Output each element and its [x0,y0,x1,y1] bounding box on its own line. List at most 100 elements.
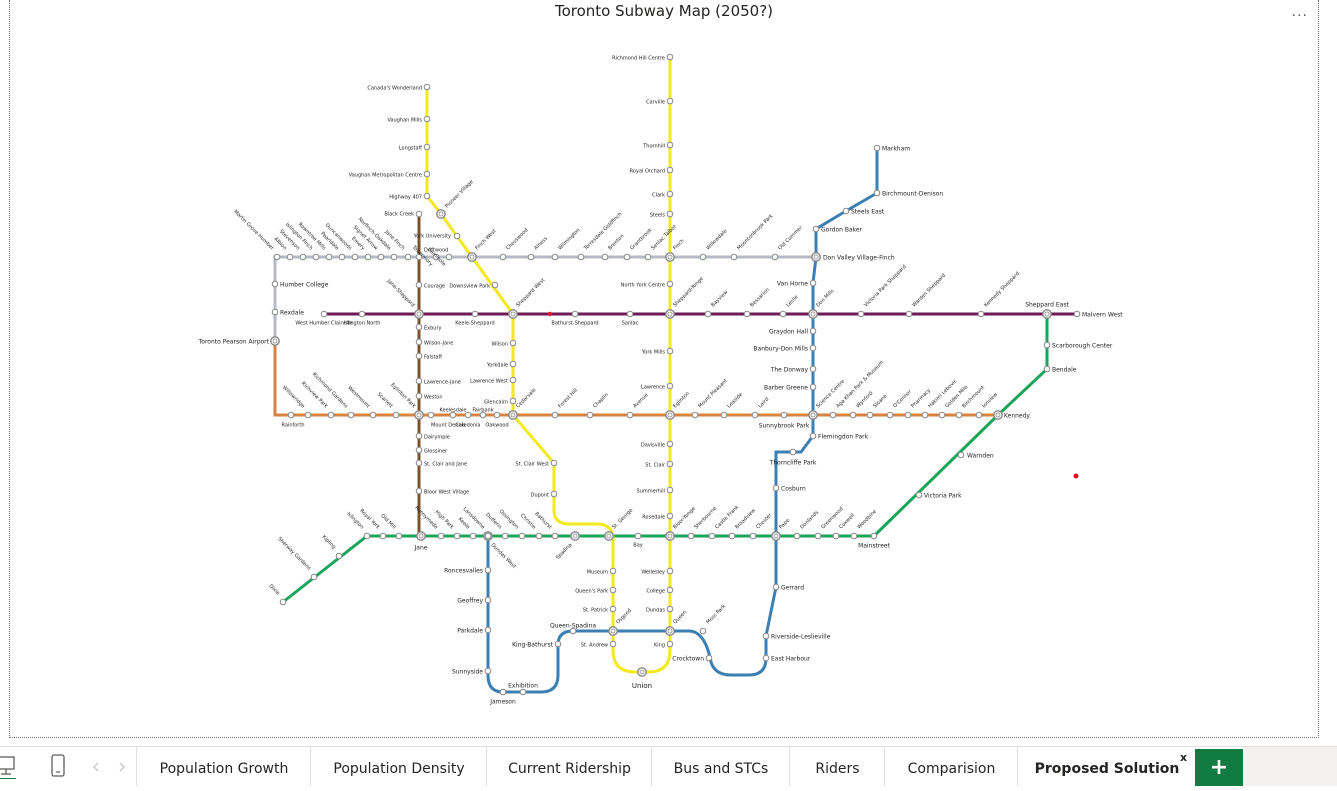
add-page-button[interactable]: + [1195,749,1243,786]
station-sunnybrook-park: Sunnybrook Park [759,411,810,430]
station-dot [762,654,770,662]
station-dot [270,336,280,346]
station-caledonia: Caledonia [456,411,480,429]
tab-bus-and-stcs[interactable]: Bus and STCs [651,747,790,786]
station-st-clair-and-jane: St. Clair and Jane [415,459,467,468]
station-warden-sheppard: Warden Sheppard [905,273,947,318]
station-label: Steels East [851,209,885,216]
station-label: Sheppard West [515,277,546,308]
station-label: Royal Orchard [630,169,665,175]
station-dot [527,253,535,261]
station-dot [416,531,426,541]
desktop-view-icon[interactable] [0,755,16,779]
station-parkdale: Parkdale [457,626,492,635]
station-union: Union [632,667,652,690]
station-dot [666,280,674,288]
station-dot [415,338,423,346]
station-dot [665,626,675,636]
station-old-cummer: Old Cummer [771,224,805,261]
interchange-ring [606,533,612,539]
interchange-ring [610,628,616,634]
station-weston: Weston [415,392,443,401]
station-label: Osgood [615,608,633,626]
station-dot [666,460,674,468]
tab-comparision[interactable]: Comparision [884,747,1018,786]
station-label: Finch [672,238,685,251]
station-label: Wilson-Jane [424,341,453,347]
station-driftwood: Driftwood [415,248,448,261]
subway-map: Richmond Hill CentreCarvilleThornhillRoy… [198,53,1123,706]
station-steels: Steels [650,210,674,219]
station-dot [626,310,634,318]
station-dot [554,640,562,648]
station-label: Leaside [726,392,744,410]
station-label: Dundas West [490,542,518,570]
station-dot [304,411,312,419]
station-york-mills: York Mills [641,347,674,356]
line-green [282,314,1049,604]
station-label: Don Valley Village-Finch [823,255,895,262]
station-dot [609,640,617,648]
station-dot [1043,365,1051,373]
station-label: Old Mill [379,513,396,530]
station-label: Victoria Park [924,493,962,500]
station-dot [415,446,423,454]
station-label: Weston [424,395,443,401]
interchange-ring [469,254,475,260]
station-dot [467,252,477,262]
chevron-right-icon[interactable] [118,762,126,772]
station-dot [404,253,412,261]
station-dot [369,411,377,419]
station-humber-college: Humber College [271,280,329,289]
tab-current-ridership[interactable]: Current Ridership [486,747,652,786]
station-dot [743,310,751,318]
station-roncesvalles: Roncesvalles [444,566,492,575]
station-label: Bay [633,543,642,549]
more-options-icon[interactable]: ... [1291,4,1308,20]
station-st-clair-west: St. Clair West [515,459,558,468]
chevron-left-icon[interactable] [92,762,100,772]
station-label: Toronto Pearson Airport [198,339,270,346]
station-dot [609,567,617,575]
interchange-ring [667,412,673,418]
station-birchmount-denison: Birchmount-Denison [873,189,943,198]
station-glencairn: Glencairn [484,397,517,406]
close-tab-icon[interactable]: x [1180,751,1188,764]
page-tab-bar: Population Growth Population Density Cur… [0,746,1337,786]
station-label: Scarlett [376,391,394,409]
station-sherway-gardens: Sherway Gardens [276,536,318,581]
station-label: Jane [414,545,428,552]
station-dot [666,440,674,448]
station-dot [327,411,335,419]
tab-proposed-solution[interactable]: Proposed Solution [1017,747,1196,786]
station-dot [499,253,507,261]
station-label: Sanlac [622,321,639,327]
tab-population-growth[interactable]: Population Growth [136,747,311,786]
station-kipling: Kipling [321,534,343,560]
station-dot [414,410,424,420]
station-dot [842,207,850,215]
tab-riders[interactable]: Riders [789,747,885,786]
station-dot [550,490,558,498]
station-exhibition: Exhibition [508,683,538,696]
station-label: Bayview [710,289,729,308]
station-label: Victoria Park Sheppard [863,264,908,309]
station-dot [551,253,559,261]
station-canada-s-wonderland: Canada's Wonderland [367,83,431,92]
station-falstaff: Falstaff [415,352,442,361]
mobile-view-icon[interactable] [50,754,66,778]
station-dot [415,352,423,360]
station-label: Wynford [855,390,874,409]
station-wilson: Wilson [492,339,517,348]
station-label: Rainforth [282,423,305,429]
station-label: Sheppard East [1025,302,1069,309]
station-label: Gordon Baker [821,227,863,234]
station-ossington: Ossington [498,508,526,540]
station-dot [571,310,579,318]
interchange-ring [418,533,424,539]
stations: Richmond Hill CentreCarvilleThornhillRoy… [198,53,1123,706]
tab-population-density[interactable]: Population Density [310,747,487,786]
station-label: Keele-Sheppard [455,321,494,327]
station-dot [699,627,707,635]
station-label: Chesswood [505,227,529,251]
